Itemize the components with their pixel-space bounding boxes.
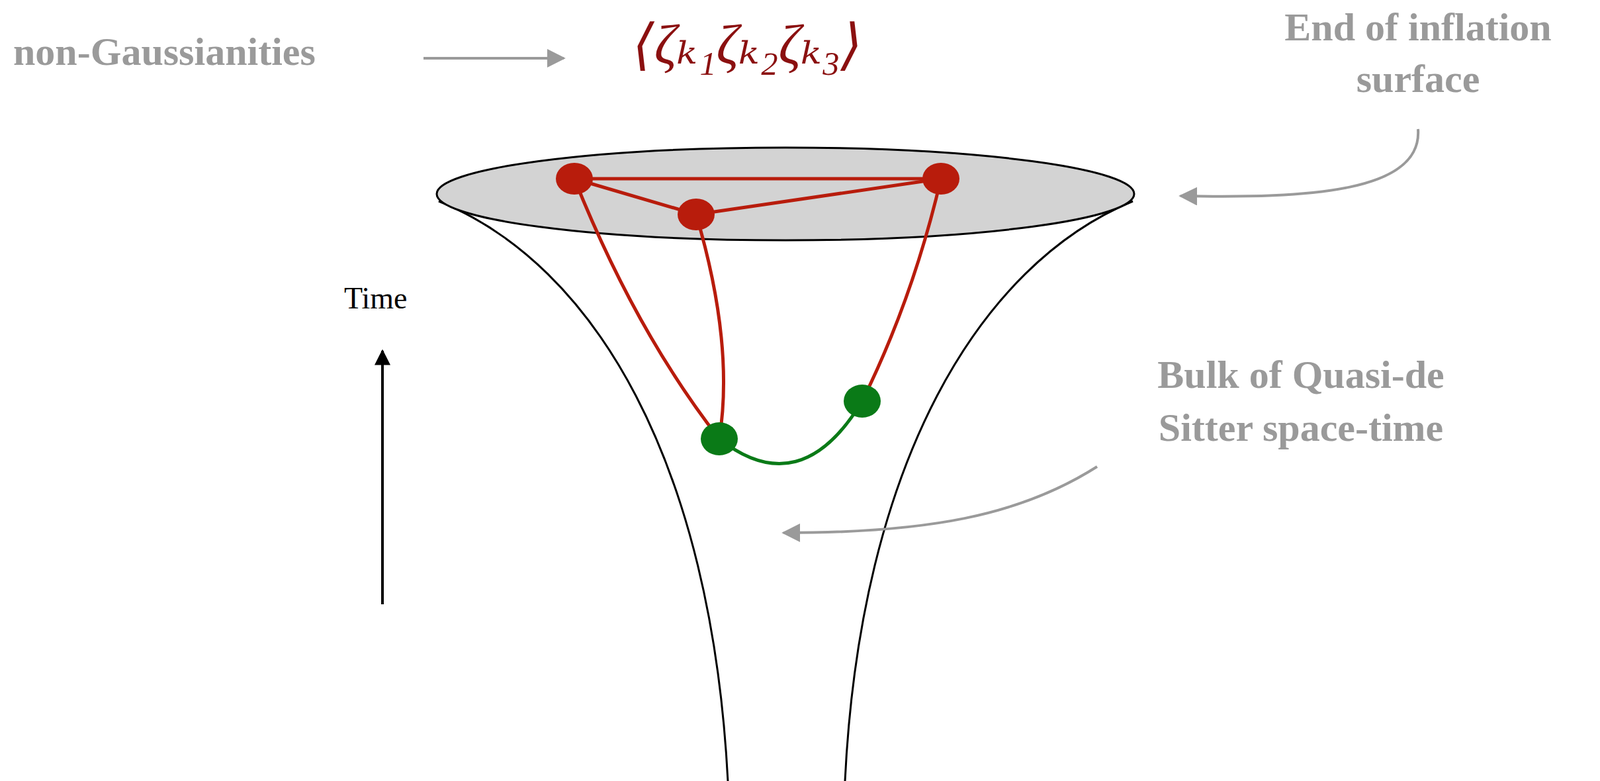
correlation-line	[574, 178, 697, 215]
axis-label: Time	[344, 280, 407, 316]
propagator-line	[574, 178, 720, 439]
correlator-formula: ⟨ζₖ₁ζₖ₂ζₖ₃⟩	[632, 11, 863, 77]
correlation-line	[574, 177, 941, 181]
propagator-line	[862, 178, 941, 401]
surface-label: End of inflation surface	[1239, 1, 1597, 105]
boundary-point	[922, 162, 960, 195]
correlation-line	[696, 178, 941, 215]
spacetime-wall	[844, 201, 1133, 781]
bulk-label: Bulk of Quasi-de Sitter space-time	[1145, 348, 1457, 454]
bulk-vertex	[700, 422, 738, 456]
spacetime-wall	[438, 201, 728, 781]
time-arrow	[381, 350, 384, 605]
bulk-propagator	[719, 400, 863, 464]
inflation-surface	[436, 147, 1135, 241]
bulk-vertex	[843, 384, 881, 418]
boundary-point	[555, 162, 593, 195]
boundary-point	[677, 198, 715, 231]
leader-arrow	[423, 56, 564, 60]
leader-arrow	[1180, 129, 1419, 197]
leader-arrow	[783, 466, 1098, 533]
propagator-line	[696, 214, 724, 439]
note-label: non-Gaussianities	[13, 29, 316, 75]
